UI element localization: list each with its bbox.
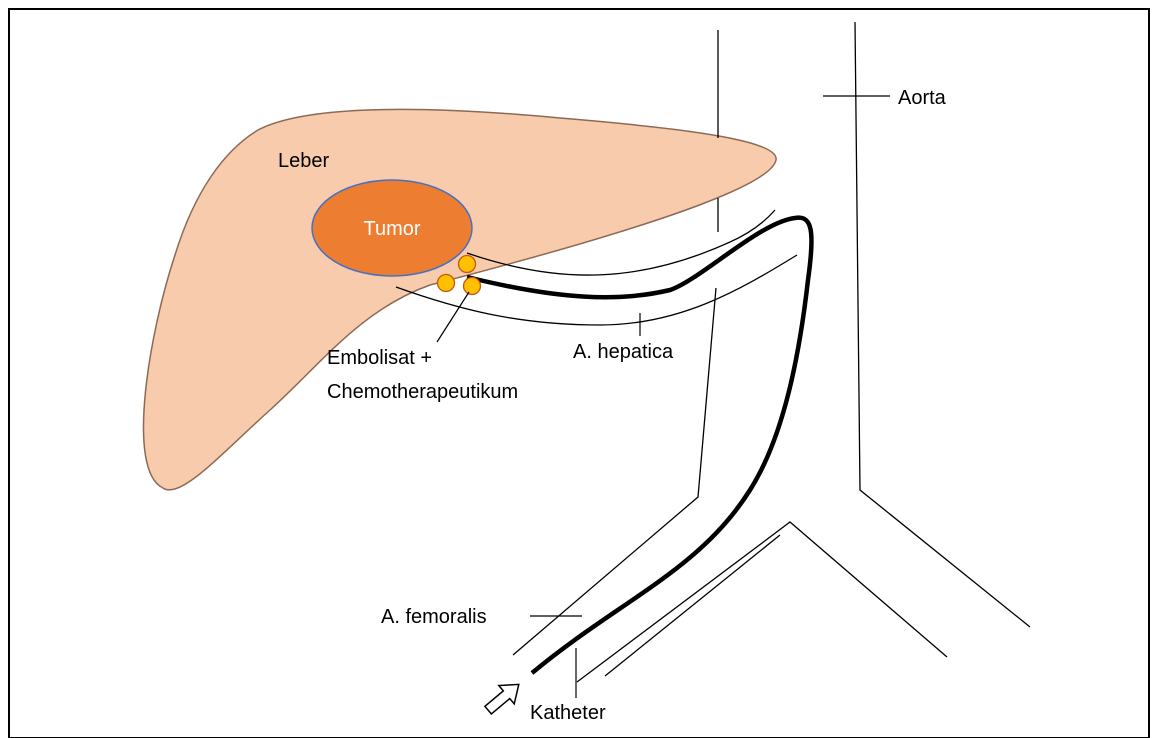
embolisate-label-line2: Chemotherapeutikum bbox=[327, 381, 518, 403]
embolisate-dot-2 bbox=[438, 275, 455, 292]
catheter-label: Katheter bbox=[530, 702, 606, 724]
embolisate-leader bbox=[437, 292, 469, 342]
aorta-right-wall bbox=[855, 22, 1030, 627]
liver-shape bbox=[144, 109, 777, 490]
embolisate-dot-3 bbox=[464, 278, 481, 295]
insertion-arrow-icon bbox=[480, 675, 526, 719]
hepatica-label: A. hepatica bbox=[573, 341, 674, 363]
tumor-label: Tumor bbox=[363, 218, 420, 240]
aorta-label: Aorta bbox=[898, 87, 947, 109]
embolisate-label-line1: Embolisat + bbox=[327, 347, 432, 369]
femoralis-label: A. femoralis bbox=[381, 606, 487, 628]
liver-label: Leber bbox=[278, 150, 329, 172]
embolisate-dot-1 bbox=[459, 256, 476, 273]
catheter bbox=[467, 218, 812, 673]
